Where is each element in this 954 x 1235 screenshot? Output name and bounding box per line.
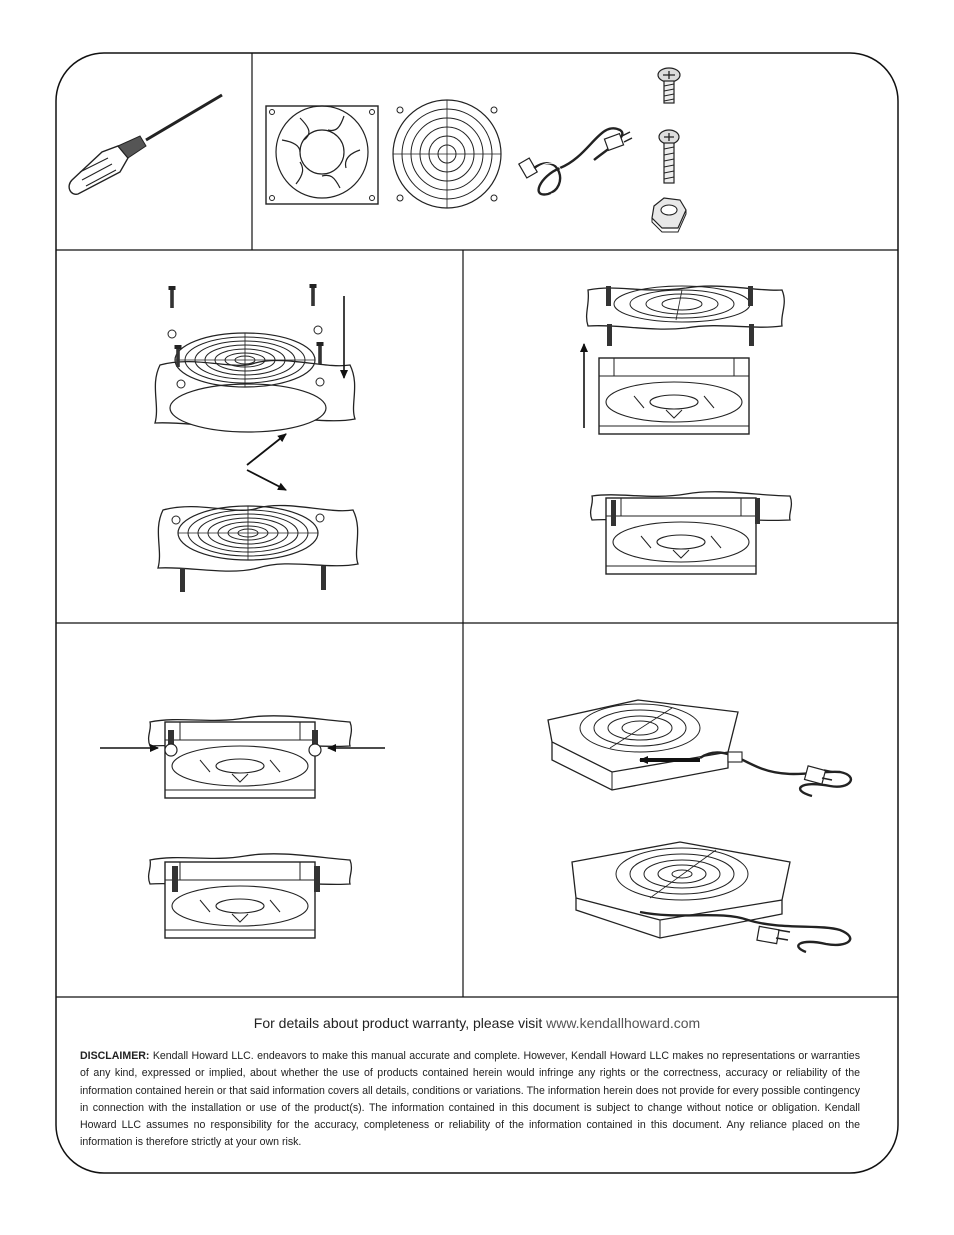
fan-icon <box>265 105 379 205</box>
power-cord-icon <box>517 127 633 196</box>
warranty-text: For details about product warranty, plea… <box>253 1015 543 1031</box>
disclaimer: DISCLAIMER: Kendall Howard LLC. endeavor… <box>80 1048 860 1152</box>
page-frame <box>55 52 899 1174</box>
warranty-link[interactable]: www.kendallhoward.com <box>546 1015 701 1031</box>
step-4-illustration <box>547 699 853 954</box>
hex-nut-icon <box>651 197 687 233</box>
disclaimer-label: DISCLAIMER: <box>80 1050 150 1062</box>
step-3-illustration <box>100 715 385 939</box>
short-screw-icon <box>657 67 681 104</box>
step-1-illustration <box>154 284 359 592</box>
fan-guard-icon <box>392 99 502 209</box>
warranty-notice: For details about product warranty, plea… <box>56 1015 898 1031</box>
step-2-illustration <box>580 285 793 575</box>
disclaimer-text: Kendall Howard LLC. endeavors to make th… <box>80 1050 860 1149</box>
long-screw-icon <box>658 129 680 184</box>
screwdriver-icon <box>68 93 223 195</box>
